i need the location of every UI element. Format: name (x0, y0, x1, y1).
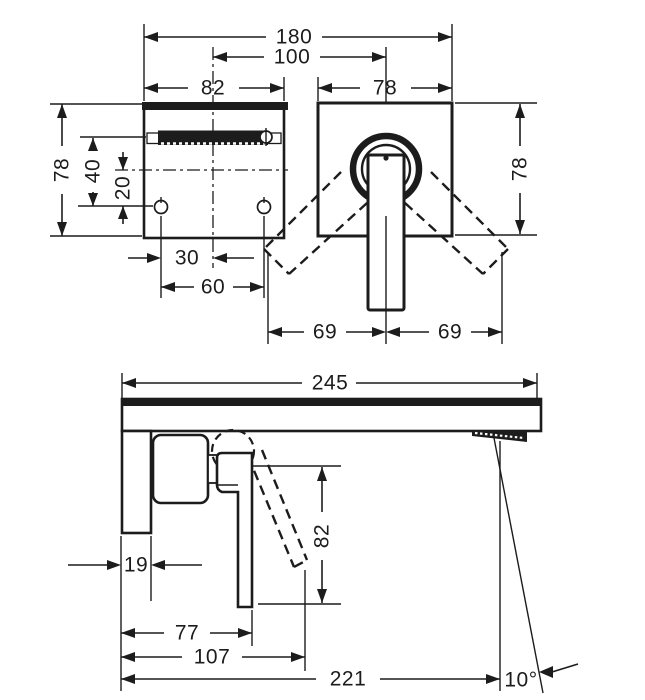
front-view: 180 100 82 78 78 40 (50, 24, 537, 344)
handle-lever-dashed (246, 449, 309, 569)
dim-label-245: 245 (312, 372, 349, 395)
stream-angle-line (493, 437, 544, 694)
dim-label-221: 221 (330, 668, 367, 691)
dim-center-to-holes: 20 (112, 152, 135, 224)
spout-side-top-bar (122, 398, 541, 406)
dim-label-78-left: 78 (51, 158, 74, 182)
dim-total-width: 180 (144, 26, 452, 49)
dim-hole-to-center: 30 (128, 247, 254, 270)
dim-label-69-right: 69 (438, 321, 462, 344)
dim-label-69-left: 69 (313, 321, 337, 344)
dim-holes-spacing: 60 (161, 276, 264, 299)
wall-plate-side (120, 429, 153, 535)
dim-escutcheon-width: 78 (318, 77, 452, 100)
dim-label-40: 40 (82, 159, 105, 183)
dim-label-10deg: 10° (504, 669, 537, 692)
dim-label-30: 30 (175, 247, 199, 270)
dim-stream-angle: 10° (504, 663, 579, 692)
dim-label-82-side: 82 (311, 524, 334, 548)
side-view: 245 19 82 77 107 221 (68, 372, 579, 694)
dim-handle-height: 82 (311, 467, 334, 603)
dim-centers-distance: 100 (213, 46, 386, 69)
dim-handle-reach: 77 (121, 622, 252, 645)
dim-label-100: 100 (274, 46, 311, 69)
dim-label-107: 107 (194, 646, 231, 669)
handle-pivot-dot (383, 155, 389, 161)
dim-swing: 69 69 (268, 321, 502, 344)
dim-label-77: 77 (175, 622, 199, 645)
mixer-body-side (151, 433, 210, 505)
dim-spout-width: 82 (144, 77, 284, 100)
dim-plate-depth: 19 (68, 554, 202, 577)
dim-label-20: 20 (112, 176, 135, 200)
dim-label-82: 82 (201, 77, 225, 100)
spout-plate-top-bar (142, 102, 288, 110)
spout-plate-body (142, 102, 286, 240)
handle-side (215, 451, 254, 609)
dim-label-78-right: 78 (509, 157, 532, 181)
dim-label-78-top: 78 (373, 77, 397, 100)
dim-label-19: 19 (124, 554, 148, 577)
dim-label-180: 180 (276, 26, 313, 49)
dim-outlet-reach: 221 (121, 668, 500, 691)
dim-left-height: 78 (51, 104, 74, 236)
escutcheon-unit (263, 47, 509, 344)
aerator-outlet (472, 430, 527, 442)
dim-outlet-to-holes: 40 (82, 138, 105, 206)
dim-label-60: 60 (201, 276, 225, 299)
dim-spout-length: 245 (122, 372, 537, 395)
aerator-serration (474, 431, 525, 440)
spout-plate (115, 47, 288, 268)
handle-swing-dashed-right (404, 171, 509, 275)
dim-right-height: 78 (509, 104, 532, 234)
side-extension-lines (120, 373, 544, 694)
dim-handle-tip-reach: 107 (121, 646, 305, 669)
